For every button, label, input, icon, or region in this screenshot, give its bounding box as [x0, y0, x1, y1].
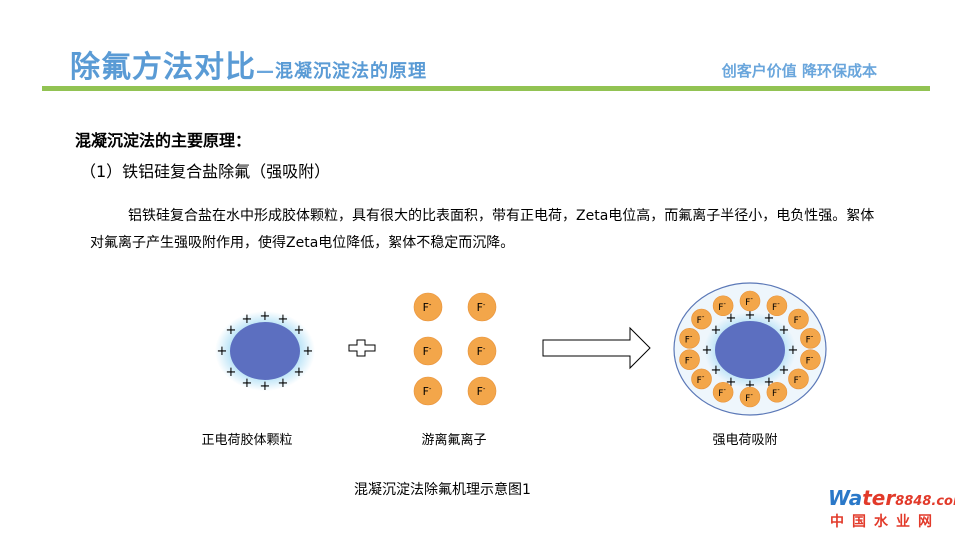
adsorbed-fluoride-6: F- [788, 368, 809, 390]
floc-plus-charge-10: + [779, 323, 790, 338]
logo-chinese-name: 中国水业网 [830, 514, 940, 530]
svg-text:F-: F- [718, 300, 726, 313]
adsorbed-fluoride-2: F- [766, 295, 788, 317]
svg-text:F-: F- [697, 373, 705, 386]
adsorbed-fluoride-10: F- [691, 368, 712, 390]
svg-text:F-: F- [685, 332, 693, 345]
label-free-fluoride: 游离氟离子 [421, 433, 487, 448]
floc-positive-charges: + + + + + + + + + + + + [702, 308, 799, 393]
floc-plus-charge-3: + [745, 308, 756, 323]
plus-charge-2: + [303, 344, 314, 359]
plus-charge-1: + [217, 344, 228, 359]
svg-text:F-: F- [718, 386, 726, 399]
colloid-core [230, 322, 300, 380]
adsorbed-fluoride-5: F- [800, 349, 821, 370]
plus-charge-11: + [226, 365, 237, 380]
fluoride-ion-1: F- [413, 292, 443, 322]
fluoride-ion-2: F- [467, 292, 497, 322]
section-heading: 混凝沉淀法的主要原理： [75, 131, 252, 150]
logo-wordmark: Water8848.com [828, 486, 955, 510]
description-paragraph: 铝铁硅复合盐在水中形成胶体颗粒，具有很大的比表面积，带有正电荷，Zeta电位高，… [90, 208, 875, 251]
plus-charge-5: + [242, 312, 253, 327]
plus-charge-4: + [260, 379, 271, 394]
diagram-caption: 混凝沉淀法除氟机理示意图1 [354, 482, 531, 498]
plus-operator-icon [348, 339, 376, 357]
floc-plus-charge-9: + [711, 323, 722, 338]
svg-text:F-: F- [477, 301, 486, 314]
title-subtitle: 混凝沉淀法的原理 [275, 61, 427, 82]
label-positive-colloid: 正电荷胶体颗粒 [201, 433, 293, 448]
adsorbed-fluoride-4: F- [800, 328, 821, 349]
free-fluoride-ions: F- F- F- F- F- F- [413, 292, 497, 406]
positive-charges: + + + + + + + + + + + + [217, 309, 314, 394]
svg-text:F-: F- [423, 345, 432, 358]
svg-text:F-: F- [477, 385, 486, 398]
adsorbed-fluoride-12: F- [679, 328, 700, 349]
floc-plus-charge-6: + [764, 311, 775, 326]
adsorbed-floc: ++++++++++++ F-F-F-F-F-F-F-F-F-F-F-F-F-F… [673, 282, 827, 416]
svg-text:F-: F- [772, 386, 780, 399]
svg-text:F-: F- [806, 354, 814, 367]
title-main-text: 除氟方法对比 [70, 50, 256, 85]
svg-text:F-: F- [794, 313, 802, 326]
floc-plus-charge-2: + [788, 343, 799, 358]
plus-charge-3: + [260, 309, 271, 324]
svg-text:F-: F- [477, 345, 486, 358]
fluoride-ion-4: F- [467, 336, 497, 366]
adsorbed-fluoride-1: F- [739, 290, 761, 312]
floc-plus-charge-1: + [702, 343, 713, 358]
right-arrow-icon [542, 326, 651, 370]
plus-charge-6: + [278, 312, 289, 327]
adsorbed-fluoride-8: F- [739, 386, 761, 408]
plus-charge-7: + [242, 376, 253, 391]
svg-text:F-: F- [794, 373, 802, 386]
plus-charge-9: + [226, 323, 237, 338]
plus-charge-10: + [294, 323, 305, 338]
label-adsorbed: 强电荷吸附 [712, 433, 778, 448]
svg-text:F-: F- [423, 301, 432, 314]
floc-core [715, 321, 785, 379]
svg-text:F-: F- [423, 385, 432, 398]
adsorbed-fluoride-ions: F- F- F- F- F- F- F- F- F- F- F- F- F- F- [679, 290, 821, 408]
water8848-logo: Water8848.com 中国水业网 [828, 486, 955, 532]
fluoride-ion-6: F- [467, 376, 497, 406]
fluoride-ion-3: F- [413, 336, 443, 366]
floc-plus-charge-4: + [745, 378, 756, 393]
positive-colloid-particle: + + + + + + + + + + + + [215, 309, 315, 394]
fluoride-ion-5: F- [413, 376, 443, 406]
svg-text:F-: F- [745, 391, 753, 404]
header-divider [42, 86, 930, 91]
plus-charge-12: + [294, 365, 305, 380]
floc-plus-charge-5: + [726, 311, 737, 326]
plus-charge-8: + [278, 376, 289, 391]
adsorbed-fluoride-11: F- [679, 349, 700, 370]
section-subheading: （1）铁铝硅复合盐除氟（强吸附） [80, 162, 331, 181]
svg-text:F-: F- [772, 300, 780, 313]
adsorbed-fluoride-7: F- [766, 381, 788, 403]
floc-plus-charge-12: + [779, 363, 790, 378]
svg-text:F-: F- [685, 354, 693, 367]
floc-plus-charge-7: + [726, 375, 737, 390]
adsorbed-fluoride-14: F- [712, 295, 734, 317]
svg-text:F-: F- [806, 332, 814, 345]
slogan: 创客户价值 降环保成本 [721, 62, 877, 80]
adsorbed-fluoride-9: F- [712, 381, 734, 403]
floc-plus-charge-11: + [711, 363, 722, 378]
title-dash: — [256, 61, 275, 82]
svg-text:F-: F- [745, 295, 753, 308]
adsorbed-fluoride-3: F- [788, 308, 809, 330]
floc-plus-charge-8: + [764, 375, 775, 390]
svg-text:F-: F- [697, 313, 705, 326]
page-title: 除氟方法对比—混凝沉淀法的原理 [70, 42, 427, 86]
adsorbed-fluoride-13: F- [691, 308, 712, 330]
